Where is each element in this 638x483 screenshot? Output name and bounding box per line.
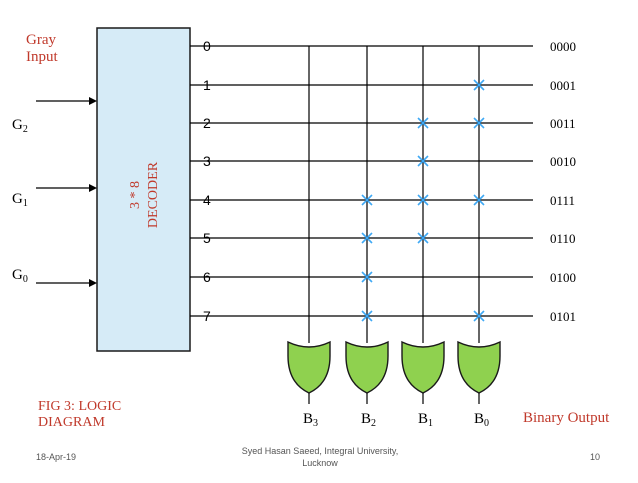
input-arrows: [36, 97, 97, 287]
connection-cross-icon: [417, 155, 429, 167]
gray-input-label: Gray Input: [26, 32, 58, 66]
or-gates: [287, 340, 501, 404]
gate-subscript: 0: [484, 418, 490, 429]
binary-output-value: 0011: [550, 116, 576, 131]
decoder-output-number: 3: [203, 153, 211, 169]
input-subscript: 0: [22, 274, 28, 285]
input-label-g1: G1: [12, 191, 28, 209]
connection-cross-icon: [473, 194, 485, 206]
connection-cross-icon: [417, 117, 429, 129]
or-gate-icon: [457, 340, 501, 404]
binary-output-value: 0100: [550, 270, 576, 285]
footer-author-line1: Syed Hasan Saeed, Integral University,: [241, 446, 399, 456]
binary-output-labels: 0000 0001 0011 0010 0111 0110 0100 0101: [550, 39, 576, 324]
footer-author: Syed Hasan Saeed, Integral University, L…: [200, 445, 440, 469]
gate-subscript: 2: [371, 418, 377, 429]
connection-crosses: [361, 79, 485, 322]
gate-label-b2: B2: [361, 411, 376, 429]
decoder-output-lines: [190, 45, 533, 317]
binary-output-value: 0010: [550, 154, 576, 169]
gate-subscript: 1: [428, 418, 434, 429]
decoder-output-number: 1: [203, 77, 211, 93]
connection-cross-icon: [473, 310, 485, 322]
gate-subscript: 3: [313, 418, 319, 429]
arrowhead-icon: [89, 97, 97, 105]
gate-letter: B: [474, 411, 485, 427]
connection-cross-icon: [417, 194, 429, 206]
footer-date: 18-Apr-19: [36, 452, 77, 462]
arrowhead-icon: [89, 184, 97, 192]
connection-cross-icon: [361, 271, 373, 283]
footer-page-number: 10: [590, 452, 601, 462]
input-label-g2: G2: [12, 117, 28, 135]
or-gate-body: [345, 340, 389, 394]
gate-label-b1: B1: [418, 411, 433, 429]
or-gate-icon: [345, 340, 389, 404]
input-letter: G: [12, 191, 23, 207]
or-gate-body: [457, 340, 501, 394]
connection-cross-icon: [473, 79, 485, 91]
gate-letter: B: [361, 411, 372, 427]
binary-output-value: 0110: [550, 231, 576, 246]
binary-output-caption: Binary Output: [523, 410, 610, 426]
gate-input-wires: [308, 46, 480, 343]
gate-label-b3: B3: [303, 411, 318, 429]
input-letter: G: [12, 267, 23, 283]
decoder-output-number: 5: [203, 230, 211, 246]
decoder-label-line2: DECODER: [146, 161, 161, 228]
connection-cross-icon: [417, 232, 429, 244]
or-gate-body: [401, 340, 445, 394]
decoder-output-number: 2: [203, 115, 211, 131]
figure-caption-line1: FIG 3: LOGIC: [38, 399, 122, 414]
decoder-output-labels: 0 1 2 3 4 5 6 7: [203, 38, 211, 324]
connection-cross-icon: [361, 194, 373, 206]
or-gate-body: [287, 340, 331, 394]
gray-input-line1: Gray: [26, 32, 56, 48]
input-subscript: 2: [22, 124, 28, 135]
gate-letter: B: [303, 411, 314, 427]
arrowhead-icon: [89, 279, 97, 287]
decoder-output-number: 4: [203, 192, 211, 208]
binary-output-value: 0101: [550, 309, 576, 324]
decoder-output-number: 0: [203, 38, 211, 54]
input-letter: G: [12, 117, 23, 133]
input-subscript: 1: [22, 198, 28, 209]
gray-input-line2: Input: [26, 49, 58, 65]
gate-letter: B: [418, 411, 429, 427]
decoder-label-line1: 3 * 8: [128, 181, 143, 209]
binary-output-value: 0111: [550, 193, 575, 208]
connection-cross-icon: [361, 232, 373, 244]
binary-output-value: 0001: [550, 78, 576, 93]
or-gate-icon: [401, 340, 445, 404]
decoder-output-number: 7: [203, 308, 211, 324]
or-gate-icon: [287, 340, 331, 404]
figure-caption: FIG 3: LOGIC DIAGRAM: [38, 399, 121, 431]
binary-output-value: 0000: [550, 39, 576, 54]
input-label-g0: G0: [12, 267, 28, 285]
decoder-output-number: 6: [203, 269, 211, 285]
connection-cross-icon: [473, 117, 485, 129]
connection-cross-icon: [361, 310, 373, 322]
figure-caption-line2: DIAGRAM: [38, 415, 105, 430]
decoder-block: [96, 27, 191, 352]
gate-label-b0: B0: [474, 411, 489, 429]
footer-author-line2: Lucknow: [302, 458, 338, 468]
